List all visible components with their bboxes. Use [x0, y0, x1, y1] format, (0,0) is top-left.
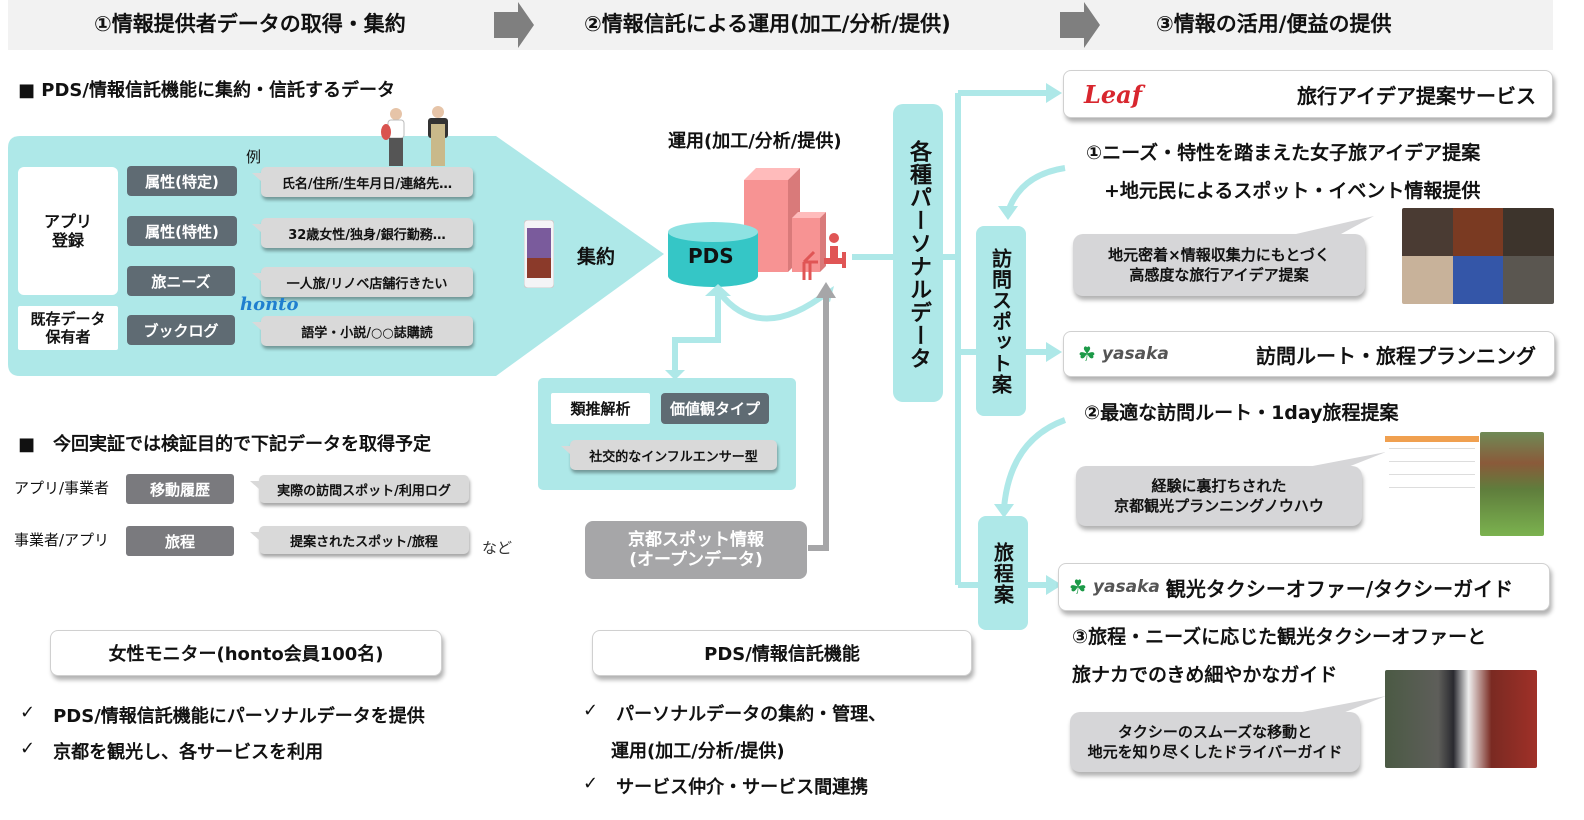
- callout-pointer: [1250, 696, 1386, 722]
- data-tag-attribute-traits: 属性(特性): [127, 216, 237, 246]
- check-text: 京都を観光し、各サービスを利用: [53, 742, 324, 763]
- checkmark-icon: ✓: [583, 700, 599, 721]
- service-title: 観光タクシーオファー/タクシーガイド: [1165, 576, 1514, 601]
- open-data-box: 京都スポット情報 (オープンデータ): [585, 521, 807, 579]
- personal-data-column: 各種パーソナルデータ: [893, 104, 943, 402]
- honto-logo: honto: [240, 294, 299, 315]
- analysis-tag: 類推解析: [551, 393, 650, 424]
- checkmark-icon: ✓: [20, 738, 36, 759]
- food-spots-photo: [1402, 208, 1554, 304]
- callout-line: 京都観光プランニングノウハウ: [1114, 497, 1324, 515]
- clover-icon: ☘: [1078, 342, 1096, 366]
- itinerary-column: 旅程案: [978, 516, 1028, 630]
- service-title: 訪問ルート・旅程プランニング: [1256, 343, 1536, 368]
- temple-photo: [1480, 432, 1544, 536]
- pds-check-item-continued: 運用(加工/分析/提供): [611, 737, 785, 763]
- service-heading: +地元民によるスポット・イベント情報提供: [1104, 180, 1481, 202]
- service-leaf-box[interactable]: Leaf 旅行アイデア提案サービス: [1063, 70, 1553, 118]
- source-existing-line2: 保有者: [45, 328, 91, 346]
- check-text: パーソナルデータの集約・管理、: [616, 704, 887, 725]
- service-taxi-box[interactable]: ☘ yasaka 観光タクシーオファー/タクシーガイド: [1058, 563, 1550, 611]
- source-app-line2: 登録: [51, 231, 84, 250]
- data-tag-movement-history: 移動履歴: [126, 474, 234, 504]
- callout-line: 地元密着×情報収集力にもとづく: [1108, 245, 1330, 264]
- pds-check-item: ✓ サービス仲介・サービス間連携: [583, 773, 868, 799]
- service-callout: 地元密着×情報収集力にもとづく 高感度な旅行アイデア提案: [1073, 234, 1365, 296]
- visit-spot-column: 訪問スポット案: [976, 226, 1026, 416]
- pds-database-icon: [668, 222, 758, 287]
- phase-1-title: ①情報提供者データの取得・集約: [94, 12, 406, 36]
- itinerary-document-image: [1385, 436, 1479, 524]
- pds-label: PDS: [688, 244, 734, 268]
- source-existing-data-holder: 既存データ 保有者: [18, 306, 118, 350]
- leaf-logo: Leaf: [1084, 79, 1143, 109]
- callout-line: タクシーのスムーズな移動と: [1117, 722, 1313, 741]
- operator-icon: [802, 233, 846, 280]
- monitor-box: 女性モニター(honto会員100名): [50, 630, 442, 676]
- data-tag-travel-needs: 旅ニーズ: [127, 266, 235, 296]
- check-text: PDS/情報信託機能にパーソナルデータを提供: [53, 706, 425, 727]
- data-example-bubble: 一人旅/リノベ店舗行きたい: [252, 267, 473, 297]
- callout-pointer: [1250, 452, 1386, 478]
- smartphone-icon: [524, 220, 554, 288]
- checkmark-icon: ✓: [20, 702, 36, 723]
- value-type-example-bubble: 社交的なインフルエンサー型: [561, 440, 777, 470]
- data-example-bubble: 提案されたスポット/旅程: [250, 526, 469, 554]
- example-label: 例: [246, 148, 262, 166]
- value-type-tag: 価値観タイプ: [661, 393, 769, 424]
- data-example-bubble: 氏名/住所/生年月日/連絡先…: [252, 167, 473, 197]
- planned-source-label: アプリ/事業者: [14, 479, 110, 497]
- monitor-check-item: ✓ 京都を観光し、各サービスを利用: [20, 738, 323, 764]
- arrow-right-icon: [1060, 2, 1100, 48]
- yasaka-logo: yasaka: [1101, 344, 1169, 364]
- data-example-bubble: 実際の訪問スポット/利用ログ: [250, 475, 469, 503]
- open-data-line2: (オープンデータ): [629, 550, 763, 570]
- data-example-bubble: 32歳女性/独身/銀行勤務…: [252, 218, 473, 248]
- checkmark-icon: ✓: [583, 773, 599, 794]
- section-title-planned-data: ■ 今回実証では検証目的で下記データを取得予定: [18, 434, 432, 455]
- check-text: サービス仲介・サービス間連携: [616, 777, 869, 798]
- data-tag-itinerary: 旅程: [126, 526, 234, 556]
- planned-source-label: 事業者/アプリ: [14, 531, 110, 549]
- service-heading: ①ニーズ・特性を踏まえた女子旅アイデア提案: [1086, 142, 1481, 164]
- section-title-collected-data: ■ PDS/情報信託機能に集約・信託するデータ: [18, 80, 395, 101]
- taxi-driver-photo: [1385, 670, 1537, 768]
- clover-icon: ☘: [1069, 575, 1087, 599]
- callout-line: 地元を知り尽くしたドライバーガイド: [1087, 743, 1343, 761]
- operation-label: 運用(加工/分析/提供): [668, 131, 842, 152]
- open-data-line1: 京都スポット情報: [628, 529, 764, 550]
- pds-function-box: PDS/情報信託機能: [592, 630, 972, 676]
- phase-2-title: ②情報信託による運用(加工/分析/提供): [584, 12, 951, 36]
- callout-pointer: [1270, 216, 1374, 240]
- data-tag-attribute-identity: 属性(特定): [127, 166, 237, 196]
- data-example-bubble: 語学・小説/○○誌購読: [252, 316, 473, 346]
- service-route-box[interactable]: ☘ yasaka 訪問ルート・旅程プランニング: [1063, 331, 1555, 377]
- arrow-right-icon: [494, 2, 534, 48]
- source-existing-line1: 既存データ: [30, 310, 106, 328]
- service-heading: ③旅程・ニーズに応じた観光タクシーオファーと: [1072, 626, 1487, 648]
- phase-header-bar: ①情報提供者データの取得・集約 ②情報信託による運用(加工/分析/提供) ③情報…: [8, 0, 1553, 50]
- monitor-check-item: ✓ PDS/情報信託機能にパーソナルデータを提供: [20, 702, 425, 728]
- callout-line: 高感度な旅行アイデア提案: [1129, 266, 1309, 284]
- women-illustration-icon: [381, 106, 448, 166]
- callout-line: 経験に裏打ちされた: [1151, 476, 1287, 495]
- phase-3-title: ③情報の活用/便益の提供: [1156, 12, 1392, 36]
- aggregate-label: 集約: [577, 246, 616, 268]
- check-text: 運用(加工/分析/提供): [611, 741, 785, 762]
- service-heading: ②最適な訪問ルート・1day旅程提案: [1084, 402, 1399, 424]
- pds-check-item: ✓ パーソナルデータの集約・管理、: [583, 700, 886, 726]
- data-tag-booklog: ブックログ: [127, 315, 235, 345]
- yasaka-logo: yasaka: [1092, 577, 1160, 597]
- service-heading: 旅ナカでのきめ細やかなガイド: [1072, 664, 1338, 686]
- service-title: 旅行アイデア提案サービス: [1297, 83, 1536, 108]
- etc-label: など: [482, 539, 513, 557]
- source-app-registration: アプリ 登録: [18, 167, 118, 295]
- source-app-line1: アプリ: [43, 211, 92, 231]
